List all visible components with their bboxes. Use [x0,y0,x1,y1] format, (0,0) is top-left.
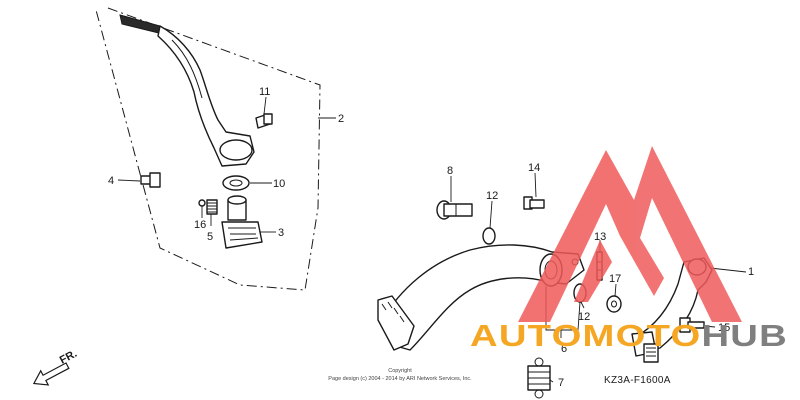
spring-5 [206,199,218,215]
callout-17: 17 [609,273,621,285]
bolt-11 [255,113,273,129]
oil-seal-10 [222,175,250,191]
triangle-mark-icon [518,146,742,322]
callout-15: 15 [718,322,730,334]
watermark-auto: AUTO [470,318,583,353]
callout-11: 11 [259,86,270,98]
callout-10: 10 [273,178,285,190]
brake-pedal-6 [377,244,585,351]
washer-16 [198,199,206,207]
callout-2: 2 [338,113,344,125]
watermark-moto: MOTO [583,318,702,353]
direction-label: FR. [58,348,79,367]
callout-13: 13 [594,231,606,243]
pivot-bolt-8 [436,200,473,220]
collar-12 [482,227,496,245]
callout-3: 3 [278,227,284,239]
forward-direction-indicator: FR. [32,348,79,386]
spring-7 [527,357,551,399]
callout-12a: 12 [486,190,498,202]
callout-16: 16 [194,219,206,231]
copyright-line-1: Copyright [388,368,412,374]
washer-17 [606,295,622,313]
diagram-code: KZ3A-F1600A [604,375,671,386]
callout-1: 1 [748,266,754,278]
arrow-left-icon [32,362,70,386]
kick-starter-arm [119,14,255,167]
callout-6: 6 [561,343,567,355]
callout-5: 5 [207,231,213,243]
kick-spindle-3 [221,195,263,249]
watermark-logo [518,146,742,322]
callout-4: 4 [108,175,114,187]
callout-14: 14 [528,162,540,174]
bolt-14 [523,196,545,210]
watermark-hub: HUB [701,318,788,353]
callout-7: 7 [558,377,564,389]
kick-starter-group-boundary [95,7,321,291]
callout-12b: 12 [578,311,590,323]
callout-numbers: 1 2 3 4 5 6 7 8 10 11 12 12 13 14 15 16 … [108,86,754,389]
bolt-15 [679,317,705,333]
bolt-4 [140,172,161,188]
callout-8: 8 [447,165,453,177]
copyright-line-2: Page design (c) 2004 - 2014 by ARI Netwo… [328,376,472,382]
